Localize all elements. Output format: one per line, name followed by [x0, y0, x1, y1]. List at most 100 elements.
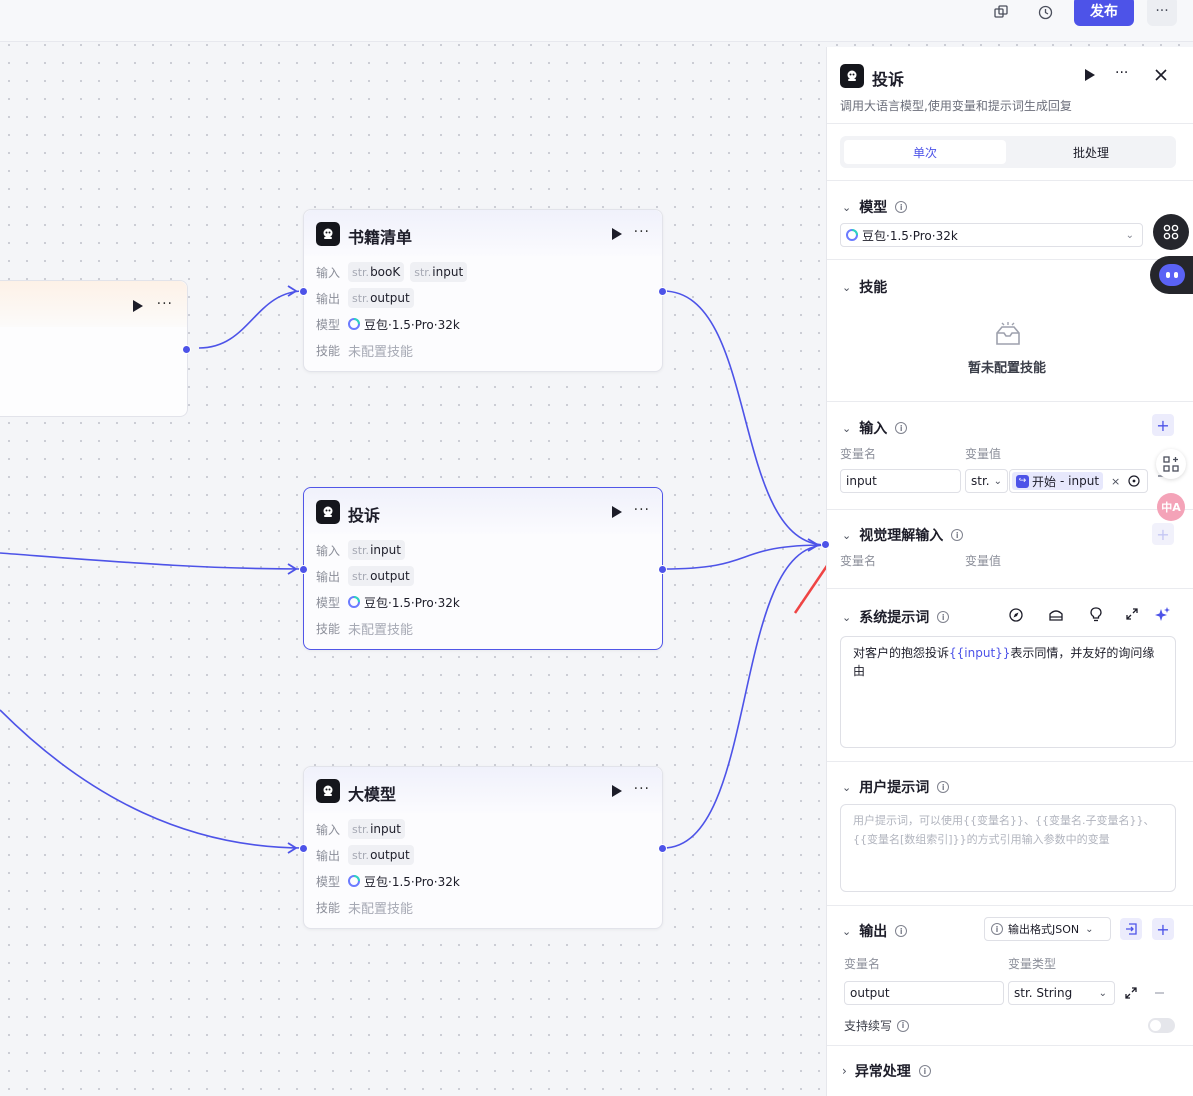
input-section-header[interactable]: ⌄ 输入 i — [842, 418, 908, 438]
prompt-text: 对客户的抱怨投诉 — [853, 646, 950, 660]
column-header: 变量值 — [965, 554, 1002, 568]
ref-chip: ↪ 开始 - input — [1012, 472, 1104, 490]
user-prompt-editor[interactable]: 用户提示词，可以使用{{变量名}}、{{变量名.子变量名}}、{{变量名[数组索… — [840, 804, 1176, 892]
model-section-header[interactable]: ⌄ 模型 i — [842, 197, 908, 217]
chevron-down-icon: ⌄ — [842, 780, 852, 794]
llm-node-icon — [840, 64, 864, 88]
play-icon[interactable] — [612, 228, 622, 240]
section-title: 输入 — [859, 421, 888, 437]
start-node-icon: ↪ — [1016, 474, 1029, 488]
user-prompt-header[interactable]: ⌄ 用户提示词 i — [842, 777, 950, 797]
input-port[interactable] — [299, 844, 308, 853]
node-llm[interactable]: 大模型 ··· 输入 str.input 输出 str.output 模型 豆包… — [299, 766, 667, 929]
system-prompt-header[interactable]: ⌄ 系统提示词 i — [842, 607, 950, 627]
top-bar: 发布 ··· — [0, 0, 1193, 42]
translate-icon[interactable]: 中A — [1157, 493, 1185, 521]
node-outputs-row: 输出 str.output — [316, 845, 420, 865]
stream-toggle[interactable] — [1148, 1018, 1175, 1033]
output-port[interactable] — [658, 565, 667, 574]
add-input-button[interactable]: + — [1152, 414, 1174, 436]
import-output-button[interactable] — [1120, 918, 1142, 940]
clear-icon[interactable]: × — [1111, 474, 1121, 488]
apps-grid-icon[interactable] — [1153, 214, 1189, 250]
skill-section-header[interactable]: ⌄ 技能 — [842, 277, 887, 297]
input-port[interactable] — [299, 565, 308, 574]
output-port[interactable] — [658, 844, 667, 853]
outputs-label: 输出 — [316, 848, 341, 863]
copy-icon[interactable] — [987, 0, 1015, 24]
assistant-bot-icon[interactable] — [1150, 256, 1193, 294]
add-output-button[interactable]: + — [1152, 918, 1174, 940]
play-icon[interactable] — [612, 785, 622, 797]
stream-label: 支持续写 — [844, 1019, 893, 1033]
mode-tabs: 单次 批处理 — [840, 136, 1176, 168]
output-port[interactable] — [658, 287, 667, 296]
prompt-text: 表示同情，并友好的询问缘由 — [853, 646, 1155, 678]
play-icon[interactable] — [133, 300, 143, 312]
empty-box-icon — [996, 322, 1020, 345]
ref-var-name: - input — [1060, 474, 1100, 488]
play-icon[interactable] — [612, 506, 622, 518]
prompt-library-icon[interactable] — [1048, 608, 1064, 622]
panel-title[interactable]: 投诉 — [872, 70, 905, 89]
run-icon[interactable] — [1085, 69, 1095, 81]
output-chip: str.output — [348, 288, 414, 308]
system-prompt-editor[interactable]: 对客户的抱怨投诉{{input}}表示同情，并友好的询问缘由 — [840, 636, 1176, 748]
more-options-button[interactable]: ··· — [1147, 0, 1177, 26]
lightbulb-icon[interactable] — [1090, 607, 1102, 622]
ai-sparkle-icon[interactable] — [1155, 607, 1170, 622]
compass-icon[interactable] — [1009, 608, 1023, 622]
model-label: 模型 — [316, 317, 341, 332]
remove-output-icon[interactable] — [1155, 992, 1164, 994]
info-icon: i — [918, 1065, 931, 1077]
panel-input-port[interactable] — [821, 540, 830, 549]
exception-section-header[interactable]: › 异常处理 i — [842, 1061, 931, 1081]
output-format-select[interactable]: i 输出格式JSON ⌄ — [984, 917, 1111, 941]
publish-button[interactable]: 发布 — [1074, 0, 1134, 26]
node-book-list[interactable]: 书籍清单 ··· 输入 str.booK str.input 输出 str.ou… — [299, 209, 667, 372]
input-var-type-select[interactable]: str. ⌄ — [965, 469, 1008, 493]
expand-icon[interactable] — [1126, 608, 1138, 620]
start-node-partial[interactable]: ··· — [0, 280, 191, 417]
tab-batch[interactable]: 批处理 — [1072, 145, 1109, 160]
input-port[interactable] — [299, 287, 308, 296]
chevron-down-icon: ⌄ — [842, 200, 852, 214]
close-icon[interactable] — [1155, 69, 1167, 81]
column-header: 变量值 — [965, 447, 1002, 461]
inputs-label: 输入 — [316, 543, 341, 558]
node-model-row: 模型 豆包·1.5·Pro·32k — [316, 871, 460, 891]
expand-icon[interactable] — [1125, 987, 1137, 999]
doubao-logo-icon — [348, 596, 360, 608]
output-var-name-field[interactable]: output — [844, 981, 1004, 1005]
ref-node-name: 开始 — [1032, 474, 1057, 489]
vision-section-header[interactable]: ⌄ 视觉理解输入 i — [842, 525, 964, 545]
more-icon[interactable]: ··· — [633, 781, 650, 797]
section-title: 输出 — [859, 924, 888, 940]
node-complaint[interactable]: 投诉 ··· 输入 str.input 输出 str.output 模型 豆包·… — [299, 487, 667, 650]
column-header: 变量名 — [840, 447, 877, 461]
output-chip: str.output — [348, 566, 414, 586]
add-widget-icon[interactable] — [1156, 449, 1186, 479]
edge-left-to-llm — [0, 709, 305, 849]
skill-value: 未配置技能 — [348, 622, 414, 638]
add-vision-input-button[interactable]: + — [1152, 523, 1174, 545]
info-icon: i — [895, 422, 908, 434]
history-icon[interactable] — [1031, 0, 1059, 24]
column-header: 变量名 — [840, 554, 877, 568]
tab-single[interactable]: 单次 — [844, 140, 1006, 164]
more-icon[interactable]: ··· — [633, 502, 650, 518]
model-select[interactable]: 豆包·1.5·Pro·32k ⌄ — [840, 223, 1143, 247]
input-var-name-field[interactable]: input — [840, 469, 961, 493]
skill-value: 未配置技能 — [348, 901, 414, 917]
input-var-ref-field[interactable]: ↪ 开始 - input × — [1009, 469, 1148, 493]
chevron-down-icon: ⌄ — [842, 610, 852, 624]
output-section-header[interactable]: ⌄ 输出 i — [842, 921, 908, 941]
output-var-type-select[interactable]: str. String ⌄ — [1008, 981, 1115, 1005]
more-icon[interactable]: ··· — [633, 224, 650, 240]
more-icon[interactable]: ··· — [156, 296, 173, 312]
input-chip: str.booK — [348, 262, 405, 282]
llm-node-icon — [316, 222, 340, 246]
more-icon[interactable]: ··· — [1115, 65, 1129, 81]
output-port[interactable] — [182, 345, 191, 354]
target-icon[interactable] — [1128, 475, 1140, 487]
